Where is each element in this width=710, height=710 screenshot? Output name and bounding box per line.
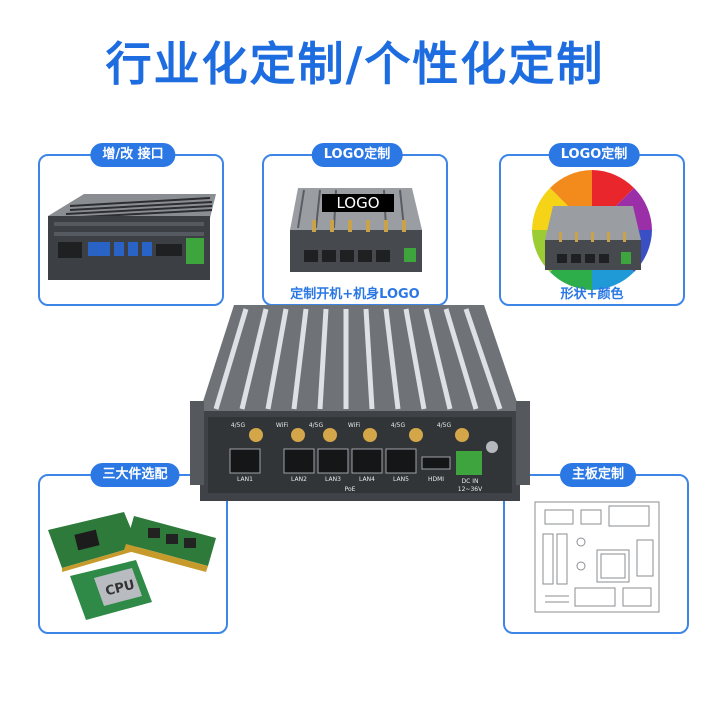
card-shape-color-label: LOGO定制 xyxy=(548,143,640,167)
card-ports: 增/改 接口 xyxy=(38,143,224,306)
poe-label: PoE xyxy=(345,486,356,493)
mainboard-image xyxy=(534,501,660,613)
port-label-lan2: LAN2 xyxy=(291,476,307,483)
cpu-shape: CPU xyxy=(70,560,152,620)
logo-plate-text: LOGO xyxy=(336,194,379,212)
port-label-lan4: LAN4 xyxy=(359,476,375,483)
ssd-shape xyxy=(48,512,138,572)
card-components-label: 三大件选配 xyxy=(90,463,180,487)
antenna-label-4: WiFi xyxy=(348,422,360,429)
card-boot-logo-caption: 定制开机+机身LOGO xyxy=(290,287,420,302)
port-label-lan3: LAN3 xyxy=(325,476,341,483)
card-shape-color-caption: 形状+颜色 xyxy=(560,287,624,302)
port-label-lan5: LAN5 xyxy=(393,476,409,483)
card-mainboard-label: 主板定制 xyxy=(559,463,637,487)
antenna-label-2: WiFi xyxy=(276,422,288,429)
card-shape-color: LOGO定制 形状+颜色 xyxy=(499,143,685,306)
components-image: CPU xyxy=(48,512,216,620)
card-boot-logo-label: LOGO定制 xyxy=(311,143,403,167)
antenna-label-6: 4/5G xyxy=(437,422,452,429)
page-title: 行业化定制/个性化定制 xyxy=(105,37,605,91)
card-ports-label: 增/改 接口 xyxy=(90,143,176,167)
ram-shape xyxy=(124,516,216,572)
port-label-hdmi: HDMI xyxy=(428,476,444,483)
card-mainboard: 主板定制 xyxy=(503,463,689,634)
antenna-label-3: 4/5G xyxy=(309,422,324,429)
central-device: 4/5G WiFi 4/5G WiFi 4/5G 4/5G LAN1 LAN2 … xyxy=(190,305,530,501)
antenna-label-1: 4/5G xyxy=(231,422,246,429)
card-boot-logo: LOGO LOGO定制 定制开机+机身LOGO xyxy=(262,143,448,306)
dc-label: DC IN xyxy=(462,478,479,485)
dc-voltage: 12~36V xyxy=(458,486,483,493)
logo-plate xyxy=(322,194,394,212)
antenna-label-5: 4/5G xyxy=(391,422,406,429)
color-wheel-image xyxy=(532,170,652,290)
svg-text:CPU: CPU xyxy=(104,578,136,600)
mini-pc-image xyxy=(48,194,216,280)
card-components: CPU 三大件选配 xyxy=(38,463,228,634)
port-label-lan1: LAN1 xyxy=(237,476,253,483)
router-logo-image: LOGO xyxy=(290,188,422,272)
